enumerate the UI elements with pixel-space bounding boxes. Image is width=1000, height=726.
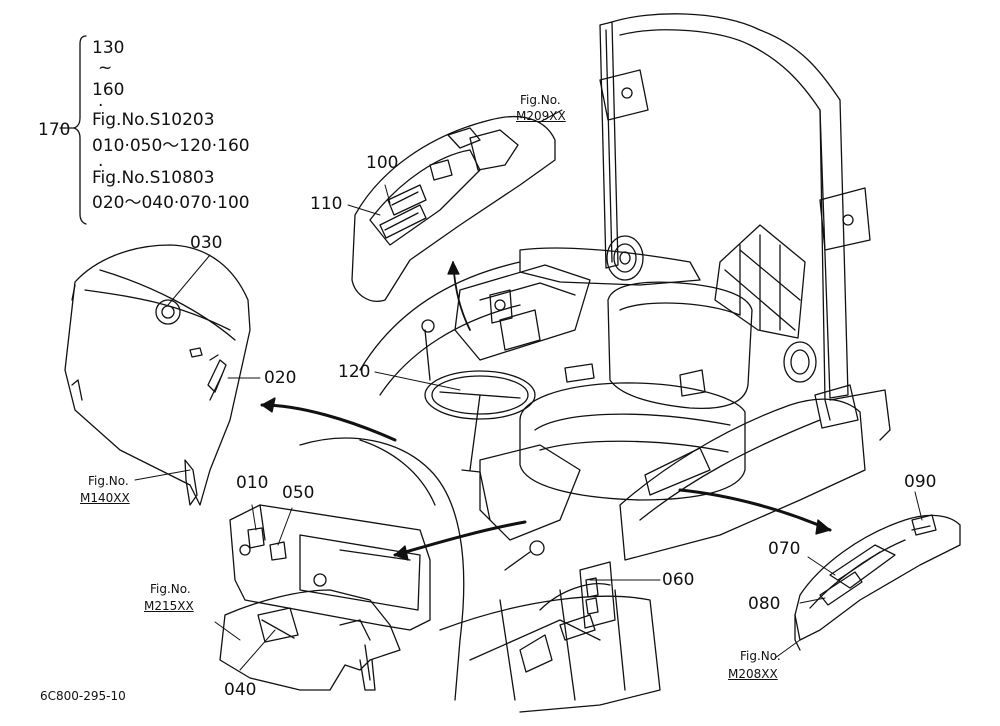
floor-controls [479, 444, 616, 641]
callout-030: 030 [190, 233, 223, 253]
callout-050: 050 [282, 483, 315, 503]
legend-line-2: ~ [98, 58, 113, 78]
legend-line-5: Fig.No.S10203 [92, 110, 215, 130]
seat [519, 281, 753, 501]
callout-110: 110 [310, 194, 343, 214]
part-020-hood-panel [64, 244, 251, 506]
callout-100: 100 [366, 153, 399, 173]
figref-m208-line1: Fig.No. [740, 649, 781, 663]
callout-080: 080 [748, 594, 781, 614]
drawing-code: 6C800-295-10 [40, 689, 126, 703]
part-040-lower-cover [219, 589, 401, 691]
fenders [519, 247, 866, 561]
legend-line-4: · [98, 96, 104, 116]
figref-m215-line2: M215XX [144, 599, 194, 613]
callout-090: 090 [904, 472, 937, 492]
figref-m140-line2: M140XX [80, 491, 130, 505]
figref-m209-line1: Fig.No. [520, 93, 561, 107]
dash-console [421, 264, 591, 381]
figref-m209-line2: M209XX [516, 109, 566, 123]
figref-m215-line1: Fig.No. [150, 582, 191, 596]
legend-line-1: 130 [92, 38, 125, 58]
part-110-console-cover [351, 116, 556, 302]
legend-line-7: · [98, 156, 104, 176]
figref-m140-line1: Fig.No. [88, 474, 129, 488]
callout-010: 010 [236, 473, 269, 493]
callout-020: 020 [264, 368, 297, 388]
rops-frame [599, 13, 891, 441]
legend-group-number: 170 [38, 120, 71, 140]
leader-lines [134, 109, 923, 671]
legend-bracket [59, 35, 87, 225]
callout-070: 070 [768, 539, 801, 559]
legend-line-3: 160 [92, 80, 125, 100]
legend-line-6: 010·050～120·160 [92, 136, 250, 156]
legend-line-8: Fig.No.S10803 [92, 168, 215, 188]
callout-120: 120 [338, 362, 371, 382]
callout-060: 060 [662, 570, 695, 590]
callout-040: 040 [224, 680, 257, 700]
figref-m208-line2: M208XX [728, 667, 778, 681]
legend-line-9: 020～040·070·100 [92, 193, 250, 213]
rear-lamps [606, 235, 817, 383]
explode-arrows [260, 261, 832, 561]
part-010-front-panel [229, 504, 431, 631]
part-090-step [794, 514, 961, 651]
rear-guard [714, 224, 806, 339]
